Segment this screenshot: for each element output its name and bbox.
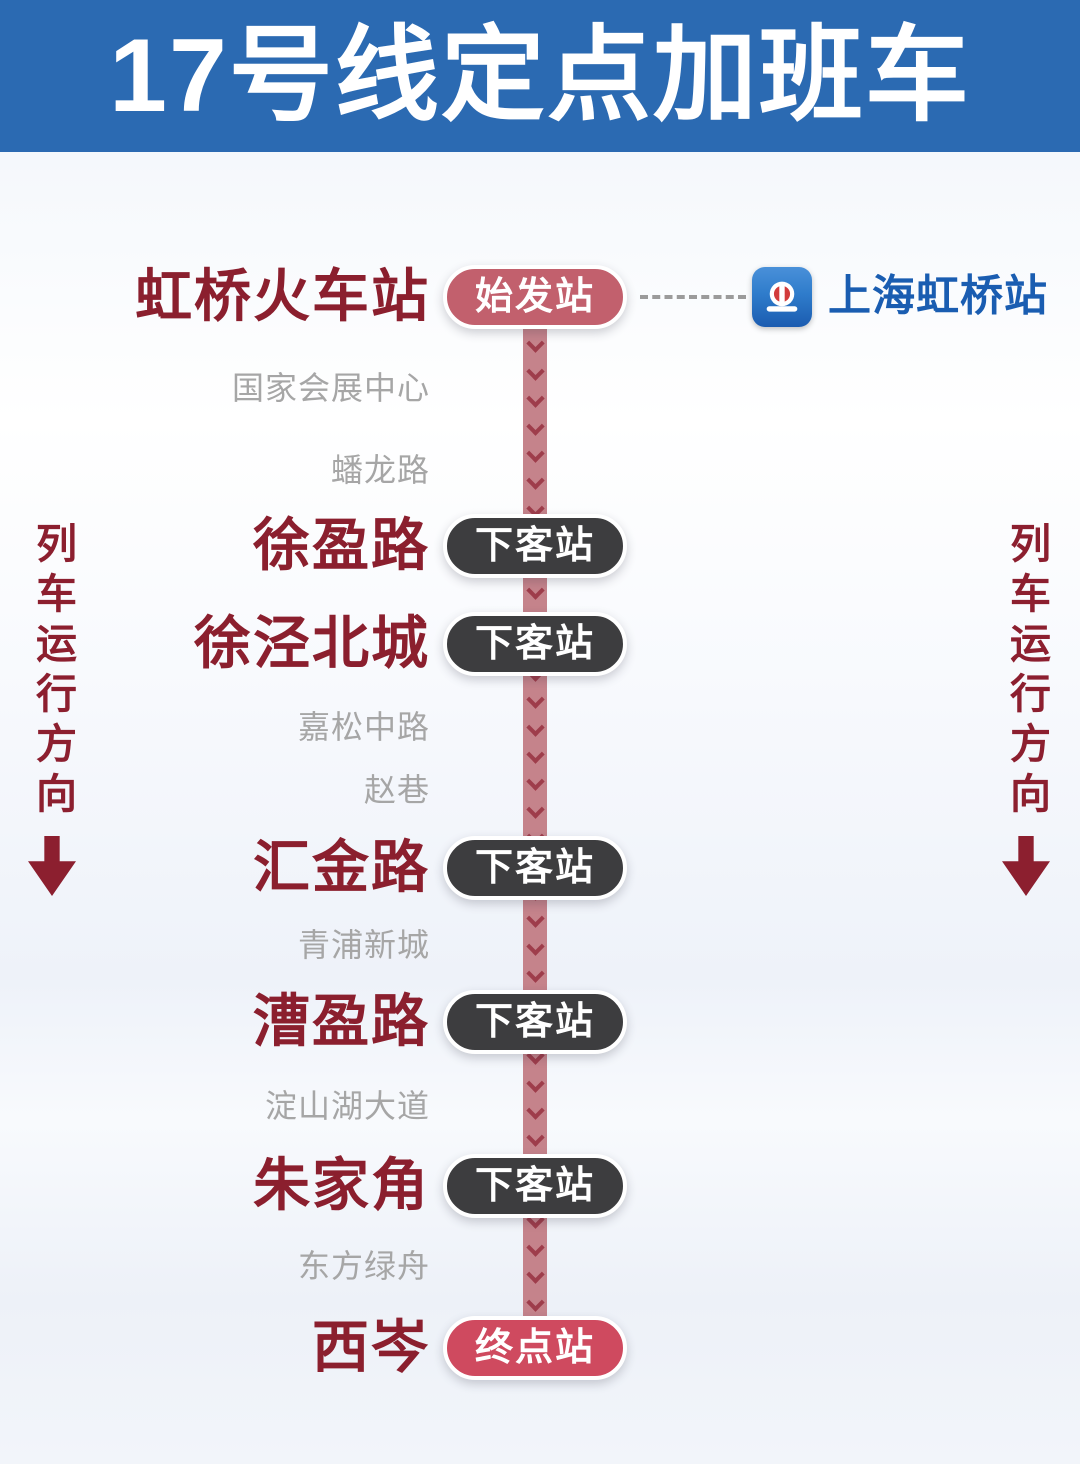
chevron-down-icon	[525, 717, 545, 737]
railway-station-label: 上海虹桥站	[828, 272, 1048, 321]
station-name: 蟠龙路	[330, 452, 430, 488]
station-name: 西岑	[312, 1315, 430, 1380]
station-name: 青浦新城	[297, 927, 430, 963]
chevron-down-icon	[525, 1265, 545, 1284]
chevron-down-icon	[525, 1101, 545, 1120]
station-name: 汇金路	[253, 835, 430, 900]
chevron-down-icon	[525, 1128, 545, 1147]
direction-text: 列车运行方向	[29, 522, 76, 822]
station-name: 赵巷	[363, 772, 430, 808]
down-arrow-icon	[28, 836, 76, 896]
down-arrow-icon	[1002, 836, 1050, 896]
chevron-down-icon	[525, 936, 545, 956]
chevron-down-icon	[525, 581, 545, 600]
station-badge: 终点站	[442, 1316, 628, 1380]
chevron-down-icon	[525, 800, 545, 819]
station-name: 淀山湖大道	[264, 1088, 430, 1124]
direction-text: 列车运行方向	[1003, 522, 1050, 822]
chevron-down-icon	[525, 362, 545, 381]
title-banner: 17号线定点加班车	[0, 0, 1080, 152]
station-name: 徐泾北城	[194, 611, 430, 676]
station-name: 漕盈路	[253, 989, 430, 1054]
chevron-down-icon	[525, 772, 545, 792]
station-name: 虹桥火车站	[135, 264, 430, 329]
page-title: 17号线定点加班车	[109, 18, 971, 134]
station-name: 嘉松中路	[297, 709, 430, 745]
chevron-down-icon	[525, 416, 545, 436]
chevron-down-icon	[525, 1238, 545, 1257]
station-badge: 下客站	[442, 990, 628, 1054]
chevron-down-icon	[525, 1073, 545, 1093]
station-name: 国家会展中心	[231, 370, 430, 406]
station-badge: 始发站	[442, 265, 628, 329]
china-railway-logo-icon	[752, 267, 812, 327]
chevron-down-icon	[525, 389, 545, 408]
chevron-down-icon	[525, 964, 545, 983]
station-name: 东方绿舟	[297, 1248, 430, 1284]
chevron-down-icon	[525, 334, 545, 354]
chevron-down-icon	[525, 444, 545, 463]
direction-label-left: 列车运行方向	[28, 522, 76, 896]
station-name: 朱家角	[253, 1153, 430, 1218]
chevron-down-icon	[525, 690, 545, 709]
chevron-down-icon	[525, 471, 545, 490]
station-badge: 下客站	[442, 1154, 628, 1218]
station-name: 徐盈路	[253, 513, 430, 578]
station-badge: 下客站	[442, 612, 628, 676]
station-badge: 下客站	[442, 514, 628, 578]
station-badge: 下客站	[442, 836, 628, 900]
chevron-down-icon	[525, 909, 545, 928]
dashed-connector	[640, 295, 746, 299]
chevron-down-icon	[525, 1292, 545, 1312]
chevron-down-icon	[525, 745, 545, 764]
direction-label-right: 列车运行方向	[1002, 522, 1050, 896]
